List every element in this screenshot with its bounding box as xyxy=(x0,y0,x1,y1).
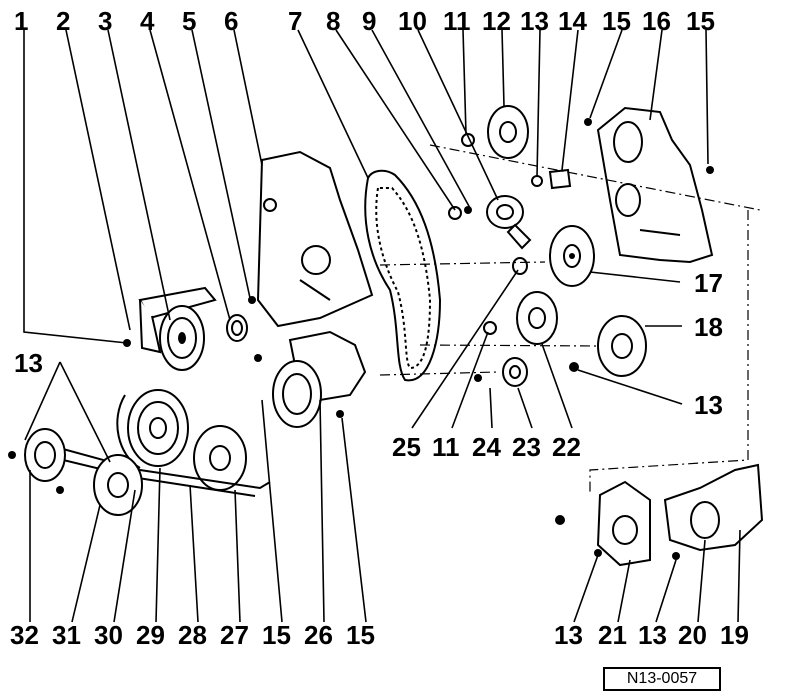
callout-label: 18 xyxy=(694,312,723,342)
callout-label: 9 xyxy=(362,6,376,36)
rear-belt-cover xyxy=(596,106,714,264)
bolt-part xyxy=(584,118,592,126)
bottom-left-callouts: 32 31 30 29 28 27 15 26 15 xyxy=(10,620,375,650)
bolt-part xyxy=(483,321,497,335)
callout-label: 2 xyxy=(56,6,70,36)
callout-label: 13 xyxy=(554,620,583,650)
callout-label: 15 xyxy=(602,6,631,36)
upper-belt-cover xyxy=(256,150,374,328)
lower-belt-cover xyxy=(254,330,367,428)
callout-label: 12 xyxy=(482,6,511,36)
callout-label: 1 xyxy=(14,6,28,36)
power-steering-pulley xyxy=(56,454,143,516)
alignment-line xyxy=(589,210,749,495)
callout-label: 15 xyxy=(346,620,375,650)
callout-label: 31 xyxy=(52,620,81,650)
bolt-part xyxy=(706,166,714,174)
alignment-line xyxy=(429,144,761,211)
callout-label: 11 xyxy=(443,6,471,36)
alignment-line xyxy=(379,371,499,376)
callout-label: 23 xyxy=(512,432,541,462)
alternator-pulley xyxy=(8,428,66,482)
bolt-part xyxy=(531,175,543,187)
toothed-belt xyxy=(364,169,442,382)
callout-label: 15 xyxy=(686,6,715,36)
drive-pulley xyxy=(193,425,247,491)
alignment-line xyxy=(419,344,601,347)
callout-label: 13 xyxy=(638,620,667,650)
callout-label: 22 xyxy=(552,432,581,462)
pump-bracket-assembly xyxy=(555,463,764,567)
callout-label: 4 xyxy=(140,6,155,36)
camshaft-sprocket xyxy=(461,105,529,159)
ribbed-belt xyxy=(29,439,271,490)
right-callouts: 17 18 13 xyxy=(694,268,723,420)
callout-label: 6 xyxy=(224,6,238,36)
spacer-part xyxy=(548,168,572,190)
bottom-right-callouts: 13 21 13 20 19 xyxy=(554,620,749,650)
middle-callouts: 13 25 11 24 23 22 xyxy=(14,348,581,462)
callout-label: 25 xyxy=(392,432,421,462)
callout-label: 10 xyxy=(398,6,427,36)
callout-label: 27 xyxy=(220,620,249,650)
callout-label: 21 xyxy=(598,620,627,650)
intermediate-sprocket xyxy=(549,225,595,287)
callout-label: 7 xyxy=(288,6,302,36)
top-callouts: 1 2 3 4 5 6 7 8 9 10 11 12 13 14 15 16 1… xyxy=(14,6,715,36)
callout-label: 13 xyxy=(14,348,43,378)
idler-roller xyxy=(474,357,528,387)
callout-label: 5 xyxy=(182,6,196,36)
parts-drawing xyxy=(8,105,764,567)
callout-label: 16 xyxy=(642,6,671,36)
crankshaft-sprocket xyxy=(569,315,647,377)
alignment-line xyxy=(379,261,546,266)
callout-label: 20 xyxy=(678,620,707,650)
callout-label: 13 xyxy=(694,390,723,420)
bracket-pulley-assembly xyxy=(123,286,256,371)
callout-label: 11 xyxy=(432,432,460,462)
tensioner xyxy=(448,195,532,250)
callout-label: 14 xyxy=(558,6,587,36)
callout-label: 28 xyxy=(178,620,207,650)
callout-label: 29 xyxy=(136,620,165,650)
callout-label: 13 xyxy=(520,6,549,36)
callout-label: 17 xyxy=(694,268,723,298)
callout-label: 3 xyxy=(98,6,112,36)
callout-label: 15 xyxy=(262,620,291,650)
reference-code: N13-0057 xyxy=(603,667,721,691)
leader-lines xyxy=(23,29,741,623)
idler-sprocket xyxy=(516,291,558,345)
vibration-damper xyxy=(116,389,189,469)
callout-label: 32 xyxy=(10,620,39,650)
callout-label: 8 xyxy=(326,6,340,36)
callout-label: 24 xyxy=(472,432,501,462)
nut-part xyxy=(512,257,528,275)
callout-label: 30 xyxy=(94,620,123,650)
callout-label: 26 xyxy=(304,620,333,650)
callout-label: 19 xyxy=(720,620,749,650)
